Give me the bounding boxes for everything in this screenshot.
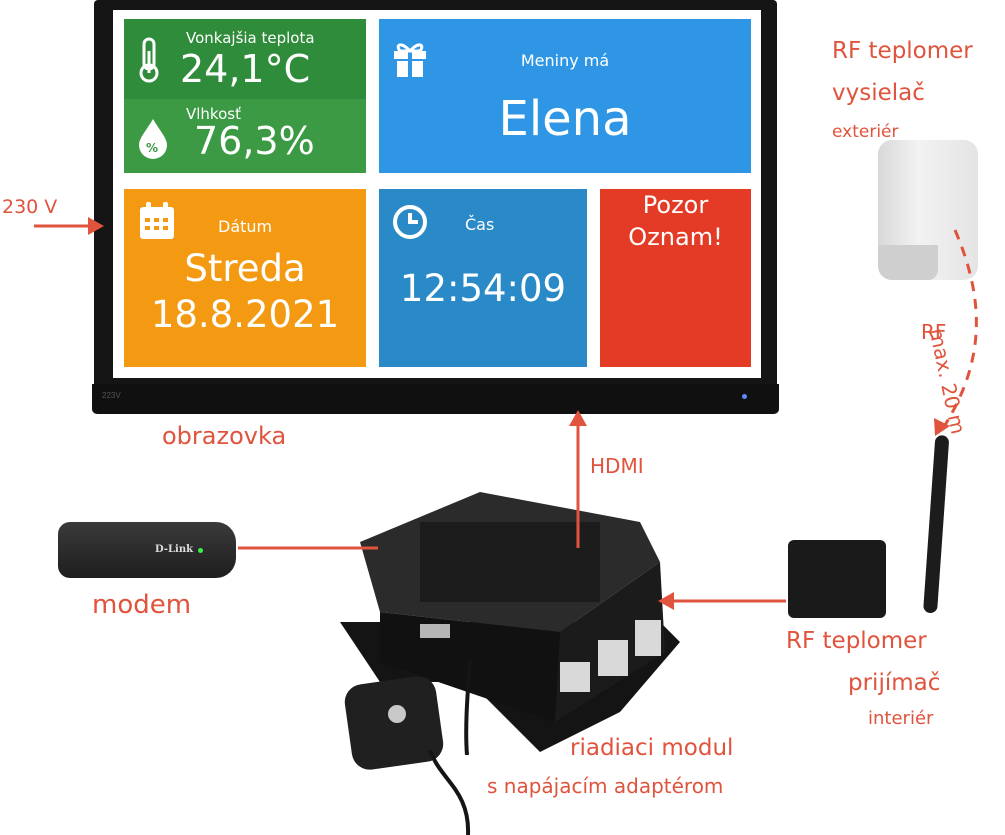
adapter-cable xyxy=(428,750,471,835)
rf-transmitter-label-3: exteriér xyxy=(832,122,899,142)
modem-brand: D-Link xyxy=(155,544,194,555)
monitor-power-led xyxy=(742,394,747,399)
rf-transmitter-base xyxy=(878,245,938,280)
rf-receiver-device xyxy=(788,540,886,618)
rf-label: RF xyxy=(921,320,947,344)
date-tile: Dátum Streda 18.8.2021 xyxy=(124,189,366,367)
time-tile: Čas 12:54:09 xyxy=(379,189,587,367)
gift-icon xyxy=(394,43,426,77)
date-day: Streda xyxy=(184,247,306,290)
svg-text:%: % xyxy=(146,141,158,155)
rf-transmitter-label-1: RF teplomer xyxy=(832,38,973,64)
notice-tile: Pozor Oznam! xyxy=(600,189,751,367)
hdmi-label: HDMI xyxy=(590,454,644,478)
controller-label-2: s napájacím adaptérom xyxy=(487,774,724,798)
notice-line-2: Oznam! xyxy=(628,223,723,251)
calendar-icon xyxy=(140,202,174,239)
clock-icon xyxy=(393,205,427,239)
modem-label: modem xyxy=(92,590,192,620)
raspberry-pi-case xyxy=(340,492,680,752)
power-cable-to-module xyxy=(464,660,472,755)
controller-label-1: riadiaci modul xyxy=(570,735,734,761)
outdoor-temperature-label: Vonkajšia teplota xyxy=(186,29,315,47)
thermometer-icon xyxy=(139,37,159,83)
date-value: 18.8.2021 xyxy=(150,293,340,336)
rf-transmitter-label-2: vysielač xyxy=(832,80,925,106)
rf-receiver-label-1: RF teplomer xyxy=(786,628,927,654)
humidity-value: 76,3% xyxy=(194,119,315,163)
raspberry-logo-icon xyxy=(388,705,406,723)
usb-modem xyxy=(58,522,236,578)
rf-receiver-label-2: prijímač xyxy=(848,670,941,696)
time-value: 12:54:09 xyxy=(399,267,567,310)
date-label: Dátum xyxy=(218,217,273,236)
display-label: obrazovka xyxy=(162,422,287,450)
humidity-drop-icon: % xyxy=(139,119,167,159)
notice-line-1: Pozor xyxy=(642,191,709,219)
monitor-bottom-bezel: 223V xyxy=(92,384,779,414)
outdoor-temperature-value: 24,1°C xyxy=(180,47,311,91)
nameday-label: Meniny má xyxy=(520,51,610,70)
nameday-tile: Meniny má Elena xyxy=(379,19,751,173)
humidity-tile: % Vlhkosť 76,3% xyxy=(124,99,366,173)
time-label: Čas xyxy=(465,215,495,234)
rf-receiver-label-3: interiér xyxy=(868,708,934,729)
outdoor-temperature-tile: Vonkajšia teplota 24,1°C xyxy=(124,19,366,99)
modem-led xyxy=(198,548,203,553)
power-label: 230 V xyxy=(2,196,58,218)
monitor-model-mark: 223V xyxy=(102,391,121,400)
nameday-value: Elena xyxy=(498,91,632,147)
humidity-label: Vlhkosť xyxy=(186,105,241,123)
